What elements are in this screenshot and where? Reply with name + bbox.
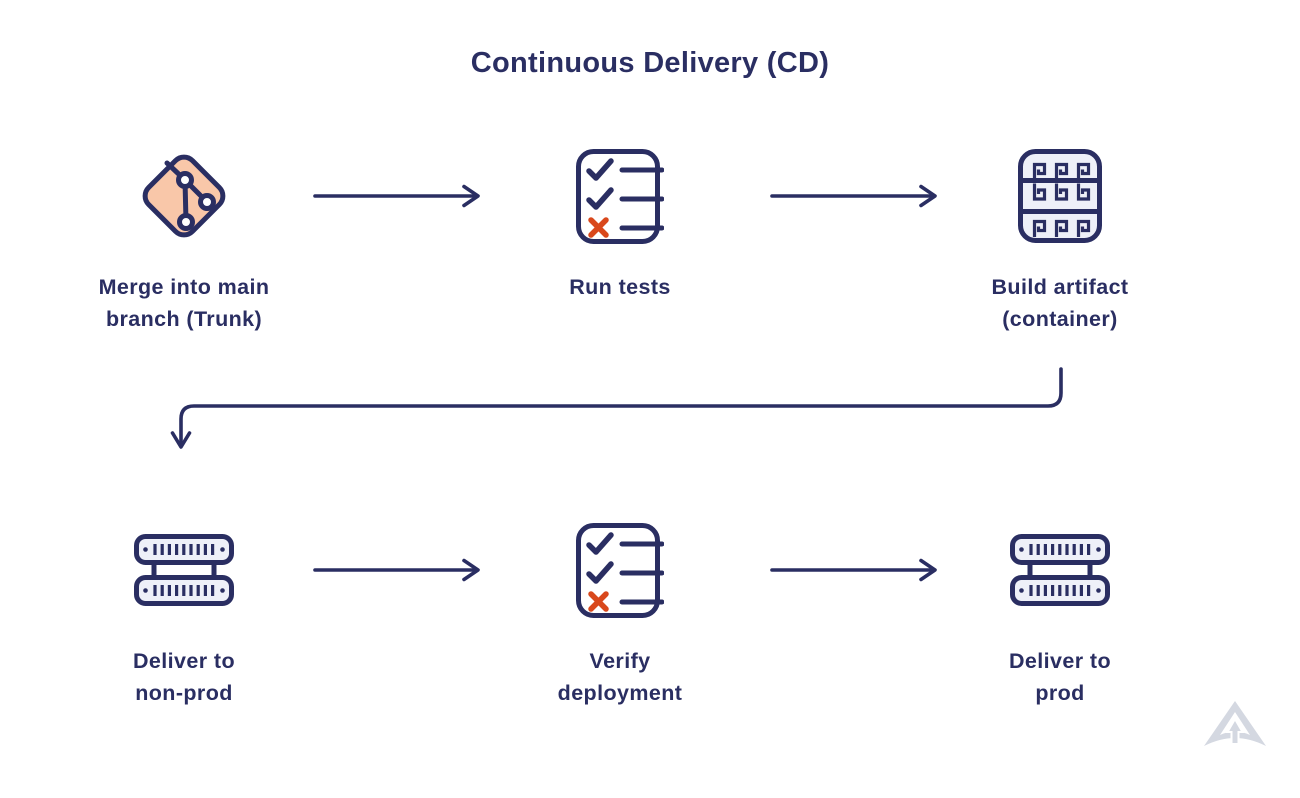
arrow-verify-to-prod [770, 557, 940, 583]
step-deliver-to-prod: Deliver to prod [930, 520, 1190, 709]
step-label: Deliver to prod [1009, 649, 1111, 705]
watermark-logo-icon [1202, 700, 1268, 760]
checklist-icon [490, 520, 750, 620]
server-stack-icon [54, 520, 314, 620]
arrow-run-tests-to-build-artifact [770, 183, 940, 209]
step-label: Run tests [569, 275, 671, 299]
step-run-tests: Run tests [490, 146, 750, 303]
arrow-non-prod-to-verify [313, 557, 483, 583]
container-pattern-icon [930, 146, 1190, 246]
arrow-build-artifact-to-non-prod [160, 365, 1080, 460]
server-stack-icon [930, 520, 1190, 620]
step-label: Merge into main branch (Trunk) [98, 275, 270, 331]
step-verify-deployment: Verify deployment [490, 520, 750, 709]
step-deliver-to-non-prod: Deliver to non-prod [54, 520, 314, 709]
step-label: Verify deployment [557, 649, 683, 705]
arrow-merge-to-run-tests [313, 183, 483, 209]
step-build-artifact: Build artifact (container) [930, 146, 1190, 335]
diagram-title: Continuous Delivery (CD) [470, 47, 830, 79]
step-label: Deliver to non-prod [133, 649, 235, 705]
git-branch-icon [54, 146, 314, 246]
checklist-icon [490, 146, 750, 246]
step-merge-into-main-branch: Merge into main branch (Trunk) [54, 146, 314, 335]
step-label: Build artifact (container) [991, 275, 1129, 331]
